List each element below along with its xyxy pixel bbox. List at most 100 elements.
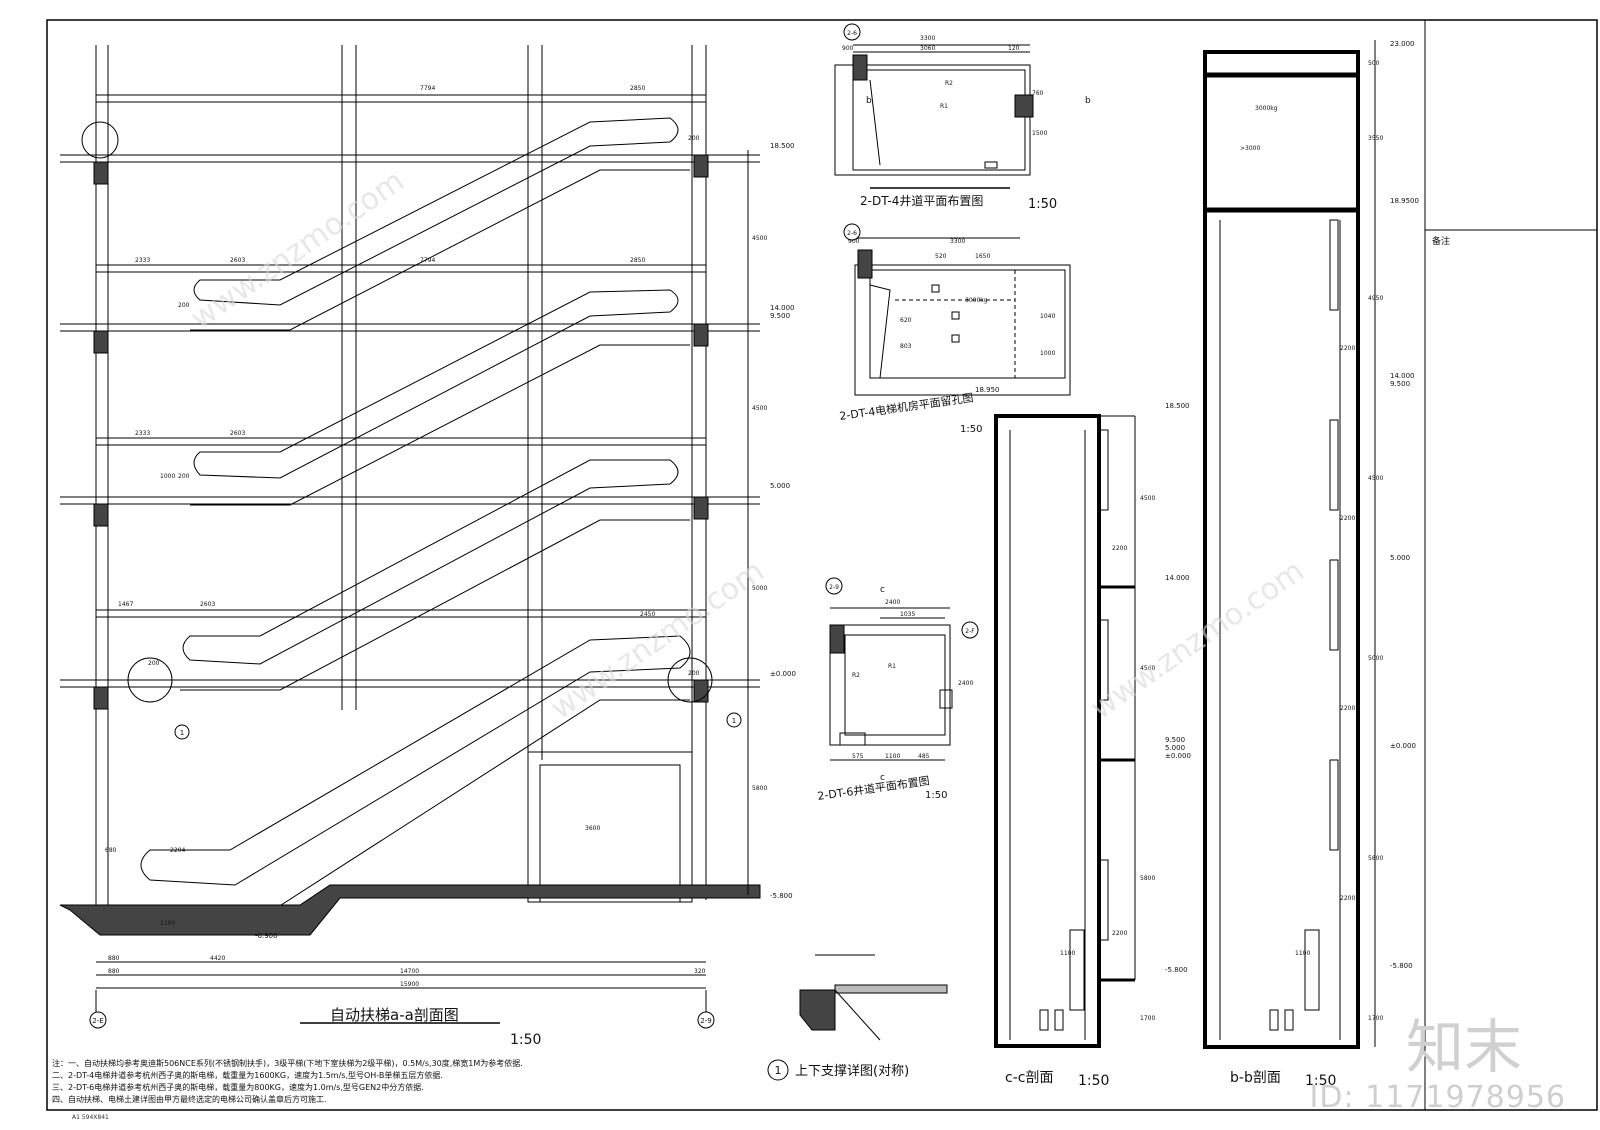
bb-dim-5000: 5000: [1368, 655, 1383, 662]
bb-dim-4500: 4500: [1368, 475, 1383, 482]
cc-dim-2200-a: 2200: [1112, 545, 1127, 552]
bb-dim-500: 500: [1368, 60, 1380, 67]
note-line-1: 注：一、自动扶梯均参考奥迪斯506NCE系列(不锈钢制扶手)，3级平梯(下地下室…: [52, 1059, 523, 1068]
dim-14700: 14700: [400, 968, 419, 975]
dim-7794-b: 7794: [420, 257, 435, 264]
level-18500-esc: 18.500: [770, 142, 795, 150]
bb-level-m5800: -5.800: [1390, 962, 1413, 970]
dt4-dim-120: 120: [1008, 45, 1020, 52]
bb-dim-2200-a: 2200: [1340, 345, 1355, 352]
dt4-dim-1500: 1500: [1032, 130, 1047, 137]
mr-dim-520: 520: [935, 253, 947, 260]
watermark-site-1: www.znzmo.com: [185, 164, 411, 337]
level-0-esc: ±0.000: [770, 670, 796, 678]
dt4-machine-room: [854, 237, 1071, 396]
dt6-dim-575: 575: [852, 753, 864, 760]
level-pit: -6.900: [255, 932, 278, 940]
sheet-border: [46, 19, 1598, 1111]
axis-2e: 2-E: [92, 1017, 103, 1025]
cc-dim-5800: 5800: [1140, 875, 1155, 882]
dim-1100: 1100: [160, 920, 175, 927]
axis-29: 2-9: [700, 1017, 711, 1025]
level-14000-esc: 14.000: [770, 304, 795, 312]
dim-880-a: 880: [108, 955, 120, 962]
bb-dim-3550: 3550: [1368, 135, 1383, 142]
dt6-dim-485: 485: [918, 753, 930, 760]
level-m5800-esc: -5.800: [770, 892, 793, 900]
bb-dim-1100: 1100: [1295, 950, 1310, 957]
bb-dim-2200-b: 2200: [1340, 515, 1355, 522]
remarks-label: 备注: [1432, 235, 1450, 247]
mr-dim-803: 803: [900, 343, 912, 350]
cc-scale: 1:50: [1078, 1073, 1109, 1089]
cc-level-18500: 18.500: [1165, 402, 1190, 410]
dt6-dim-2400: 2400: [885, 599, 900, 606]
dim-7794-a: 7794: [420, 85, 435, 92]
dt4-shaft-title: 2-DT-4井道平面布置图: [860, 194, 983, 208]
bb-level-14000: 14.000: [1390, 372, 1415, 380]
escalator-section-scale: 1:50: [510, 1032, 541, 1048]
bb-dim-1700: 1700: [1368, 1015, 1383, 1022]
mr-scale: 1:50: [960, 424, 982, 435]
mr-dim-900: 900: [848, 238, 860, 245]
support-detail-title: 上下支撑详图(对称): [795, 1064, 909, 1079]
support-detail: [799, 954, 948, 1041]
escalator-section: [59, 45, 761, 1024]
dim-2603-b: 2603: [230, 430, 245, 437]
dt4-r2: R2: [945, 80, 953, 87]
cc-dim-1100: 1100: [1060, 950, 1075, 957]
cc-dim-1700: 1700: [1140, 1015, 1155, 1022]
mr-dim-1650: 1650: [975, 253, 990, 260]
dim-2850-a: 2850: [630, 85, 645, 92]
dim-200-b: 200: [178, 302, 190, 309]
dt4-mark-b-right: b: [1085, 96, 1091, 106]
mr-dim-1040: 1040: [1040, 313, 1055, 320]
note-line-4: 四、自动扶梯、电梯土建详图由甲方最终选定的电梯公司确认盖章后方可施工.: [52, 1095, 327, 1104]
dim-4500-b: 4500: [752, 405, 767, 412]
cc-level-9500: 9.500: [1165, 736, 1185, 744]
bb-dim-5800: 5800: [1368, 855, 1383, 862]
dt6-title: 2-DT-6井道平面布置图: [816, 773, 930, 803]
dim-320: 320: [694, 968, 706, 975]
dim-200-e: 200: [688, 670, 700, 677]
sheet-size-code: A1 594X841: [72, 1114, 109, 1121]
dim-2850-b: 2850: [630, 257, 645, 264]
dim-1467: 1467: [118, 601, 133, 608]
dt4-mark-b-left: b: [866, 96, 872, 106]
bb-title: b-b剖面: [1230, 1070, 1281, 1086]
cc-dim-4500-a: 4500: [1140, 495, 1155, 502]
dim-2204: 2204: [170, 847, 185, 854]
callout-1-left: 1: [180, 729, 184, 737]
mr-level: 18.950: [975, 386, 1000, 394]
dim-2333-b: 2333: [135, 430, 150, 437]
support-detail-no: 1: [775, 1064, 782, 1077]
dt4-dim-900: 900: [842, 45, 854, 52]
cc-title: c-c剖面: [1005, 1070, 1053, 1086]
cc-section: [994, 414, 1136, 1048]
bb-level-top: 23.000: [1390, 40, 1415, 48]
escalator-section-title: 自动扶梯a-a剖面图: [330, 1006, 459, 1024]
dt4-dim-760: 760: [1032, 90, 1044, 97]
mr-load: 3000kg: [965, 297, 988, 304]
cc-level-m5800: -5.800: [1165, 966, 1188, 974]
dim-200-a: 200: [688, 135, 700, 142]
dim-2603-a: 2603: [230, 257, 245, 264]
dim-2603-c: 2603: [200, 601, 215, 608]
bb-section: [1203, 40, 1376, 1049]
dim-4500-a: 4500: [752, 235, 767, 242]
level-9500-esc: 9.500: [770, 312, 790, 320]
dt6-shaft-plan: [829, 607, 953, 761]
dt4-shaft-scale: 1:50: [1028, 197, 1057, 212]
cc-level-0: ±0.000: [1165, 752, 1191, 760]
bb-level-5000: 5.000: [1390, 554, 1410, 562]
dim-200-c: 200: [178, 473, 190, 480]
dim-15900: 15900: [400, 981, 419, 988]
watermark-id: ID: 1171978956: [1309, 1080, 1566, 1115]
dt6-axis-top: 2-9: [829, 584, 839, 591]
cc-level-14000: 14.000: [1165, 574, 1190, 582]
dim-1000-a: 1000: [160, 473, 175, 480]
bb-dim-2200-d: 2200: [1340, 895, 1355, 902]
dim-5800: 5800: [752, 785, 767, 792]
dt6-r2: R2: [852, 672, 860, 679]
dt4-r1: R1: [940, 103, 948, 110]
